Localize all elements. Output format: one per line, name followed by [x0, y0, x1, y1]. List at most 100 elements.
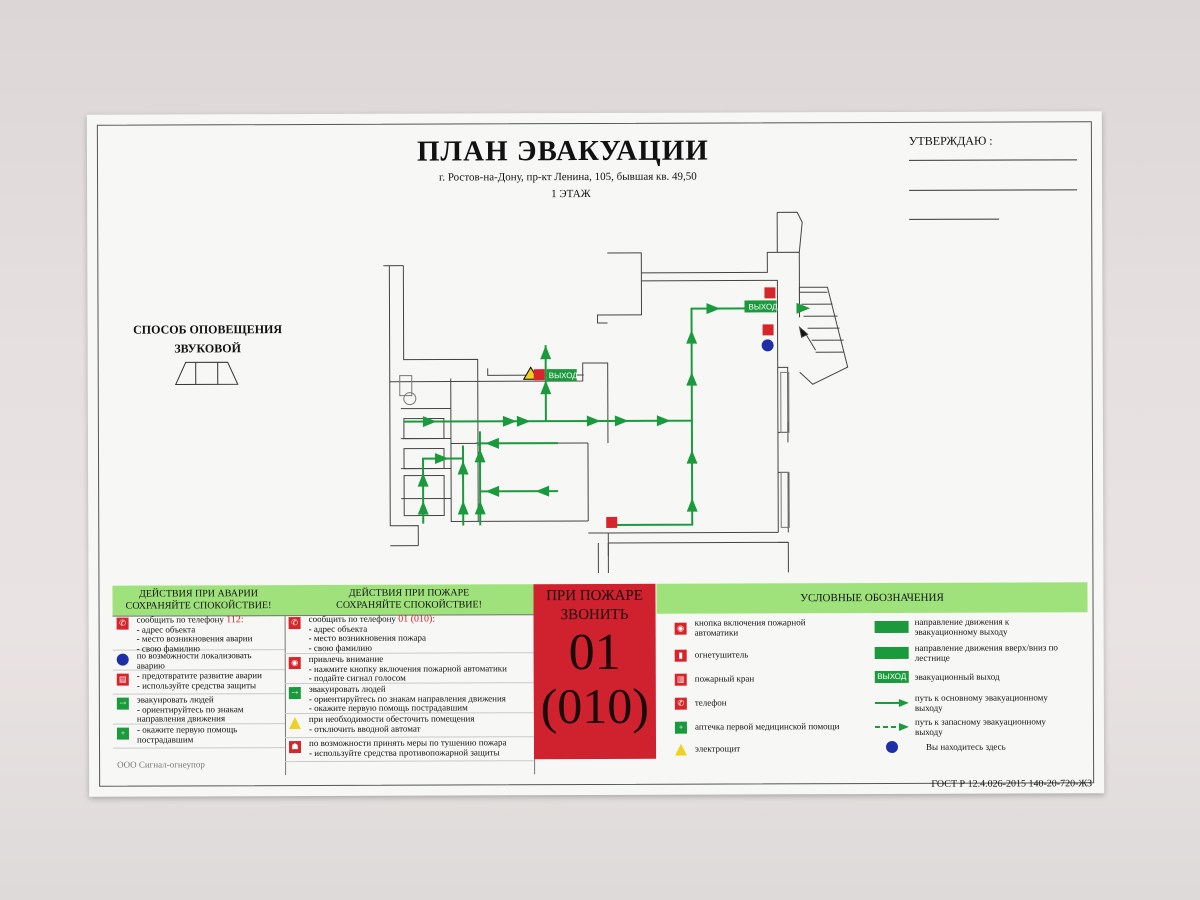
accident-call-number: 112: — [226, 614, 244, 626]
accident-row-evacuate: ⇢ эвакуировать людей - ориентируйтесь по… — [112, 694, 285, 725]
gost-reference: ГОСТ Р 12.4.026-2015 140-20-720-ЖЗ — [931, 778, 1093, 790]
call-box-alt-number: (010) — [540, 677, 650, 735]
loudspeaker-icon — [174, 361, 239, 385]
person-icon — [116, 653, 129, 666]
legend-b2-line2: лестнице — [914, 652, 950, 663]
fire-extinguish-line2: - используйте средства противопожарной з… — [309, 746, 500, 758]
accident-header-line2: СОХРАНЯЙТЕ СПОКОЙСТВИЕ! — [125, 600, 272, 612]
fire-hydrant-icon — [762, 324, 774, 336]
legend-a4-text: телефон — [694, 697, 727, 708]
fire-row-power: при необходимости обесточить помещения -… — [284, 713, 534, 739]
fire-attention-line3: - подайте сигнал голосом — [308, 672, 406, 684]
accident-row-call: ✆ сообщить по телефону 112: - адрес объе… — [112, 614, 285, 653]
fire-row-attention: ◉ привлечь внимание - нажмите кнопку вкл… — [284, 654, 534, 685]
evacuation-icon: ⇢ — [116, 697, 129, 710]
accident-row-localize: по возможности локализовать аварию — [112, 650, 285, 671]
instructions-table: ДЕЙСТВИЯ ПРИ АВАРИИ СОХРАНЯЙТЕ СПОКОЙСТВ… — [112, 582, 1088, 776]
fire-call-number: 01 (010): — [398, 613, 436, 625]
manufacturer-label: ООО Сигнал-огнеупор — [117, 759, 205, 770]
backup-route-arrow-icon — [874, 722, 909, 731]
legend-a5-text: аптечка первой медицинской помощи — [694, 721, 840, 732]
fire-alarm-button-icon: ◉ — [288, 657, 301, 670]
telephone-icon: ✆ — [288, 617, 301, 630]
legend-electrical: электрощит — [671, 741, 871, 756]
fire-row-call: ✆ сообщить по телефону 01 (010): - адрес… — [284, 613, 534, 655]
legend-b1-line2: эвакуационному выходу — [914, 626, 1008, 637]
legend-a1-line2: автоматики — [694, 627, 739, 638]
accident-row-prevent: ▤ - предотвратите развитие аварии - испо… — [112, 670, 285, 695]
evacuation-icon: ⇢ — [288, 687, 301, 700]
call-box-number: 01 — [568, 623, 621, 682]
exit-sign-plan-2 — [744, 300, 777, 313]
fire-call-name: - свою фамилию — [308, 642, 372, 653]
legend-a2-text: огнетушитель — [694, 649, 749, 660]
call-box-line2: ЗВОНИТЬ — [560, 606, 629, 624]
accident-row-first-aid: + - окажите первую помощь пострадавшим — [112, 724, 286, 749]
first-aid-icon: + — [116, 727, 129, 740]
telephone-icon: ✆ — [116, 617, 129, 630]
telephone-icon: ✆ — [674, 697, 687, 710]
fire-row-extinguish: ☗ по возможности принять меры по тушению… — [284, 737, 535, 763]
fire-evacuate-line3: - окажите первую помощь пострадавшим — [308, 702, 468, 714]
fire-header: ДЕЙСТВИЯ ПРИ ПОЖАРЕ СОХРАНЯЙТЕ СПОКОЙСТВ… — [284, 584, 534, 617]
fire-alarm-button-icon — [533, 369, 545, 381]
legend-b6-text: Вы находитесь здесь — [926, 741, 1006, 752]
fire-extinguisher-icon: ☗ — [289, 741, 302, 754]
accident-aid-line2: пострадавшим — [136, 733, 194, 745]
legend-b3-text: эвакуационный выход — [914, 671, 1000, 682]
main-route-arrow-icon — [874, 698, 909, 707]
emergency-call-box: ПРИ ПОЖАРЕ ЗВОНИТЬ 01 (010) — [533, 583, 657, 760]
exit-sign-plan-1 — [546, 369, 577, 382]
call-box-line1: ПРИ ПОЖАРЕ — [546, 587, 643, 605]
legend-a6-text: электрощит — [695, 743, 741, 754]
legend-first-aid: + аптечка первой медицинской помощи — [671, 719, 871, 734]
evacuation-plan-sheet: ПЛАН ЭВАКУАЦИИ г. Ростов-на-Дону, пр-кт … — [86, 111, 1105, 797]
accident-column: ДЕЙСТВИЯ ПРИ АВАРИИ СОХРАНЯЙТЕ СПОКОЙСТВ… — [112, 585, 287, 776]
legend-b5-line1: путь к запасному эвакуационному — [914, 716, 1046, 727]
electrical-panel-icon — [675, 744, 687, 756]
accident-header-line1: ДЕЙСТВИЯ ПРИ АВАРИИ — [138, 588, 258, 600]
fire-power-line2: - отключить вводной автомат — [308, 723, 421, 734]
floor-plan: ВЫХОД ВЫХОД — [174, 211, 849, 573]
accident-evacuate-line3: направления движения — [136, 713, 226, 724]
legend-a3-text: пожарный кран — [694, 673, 755, 684]
fire-header-line2: СОХРАНЯЙТЕ СПОКОЙСТВИЕ! — [336, 599, 482, 611]
warning-stripes-icon: ▤ — [116, 673, 129, 686]
legend-hydrant: ▥ пожарный кран — [671, 671, 871, 686]
evacuation-routes — [403, 302, 811, 526]
legend-telephone: ✆ телефон — [671, 695, 871, 710]
legend-extinguisher: ▮ огнетушитель — [671, 647, 871, 662]
exit-label-plan-2: ВЫХОД — [748, 302, 778, 311]
fire-hydrant-icon: ▥ — [674, 673, 687, 686]
legend-header: УСЛОВНЫЕ ОБОЗНАЧЕНИЯ — [656, 582, 1088, 614]
stairs-sign-icon — [874, 646, 909, 660]
legend-b5-line2: выходу — [914, 726, 943, 737]
first-aid-icon: + — [674, 721, 687, 734]
fire-extinguisher-icon: ▮ — [674, 649, 687, 662]
exit-label-plan-1: ВЫХОД — [549, 371, 579, 380]
direction-sign-icon — [874, 620, 909, 634]
accident-prevent-line2: - используйте средства защиты — [136, 679, 257, 691]
legend-b2-line1: направление движения вверх/вниз по — [914, 642, 1058, 653]
legend-exit: ВЫХОД эвакуационный выход — [874, 670, 1087, 684]
fire-alarm-button-icon: ◉ — [674, 622, 687, 635]
staircase — [798, 291, 844, 353]
fire-row-evacuate: ⇢ эвакуировать людей - ориентируйтесь по… — [284, 684, 534, 715]
fire-extinguisher-icon — [764, 287, 776, 299]
accident-header: ДЕЙСТВИЯ ПРИ АВАРИИ СОХРАНЯЙТЕ СПОКОЙСТВ… — [112, 585, 285, 617]
electrical-panel-icon — [289, 717, 301, 729]
telephone-plan-icon — [606, 516, 618, 528]
you-are-here-icon — [761, 339, 774, 352]
you-are-here-icon — [886, 740, 899, 753]
accident-localize-line1: по возможности локализовать — [136, 650, 252, 661]
legend-b1-line1: направление движения к — [914, 616, 1010, 627]
exit-sign-icon: ВЫХОД — [874, 670, 909, 684]
fire-column: ДЕЙСТВИЯ ПРИ ПОЖАРЕ СОХРАНЯЙТЕ СПОКОЙСТВ… — [284, 584, 536, 776]
legend-b4-line2: выходу — [914, 702, 943, 713]
fire-header-line1: ДЕЙСТВИЯ ПРИ ПОЖАРЕ — [348, 587, 470, 599]
